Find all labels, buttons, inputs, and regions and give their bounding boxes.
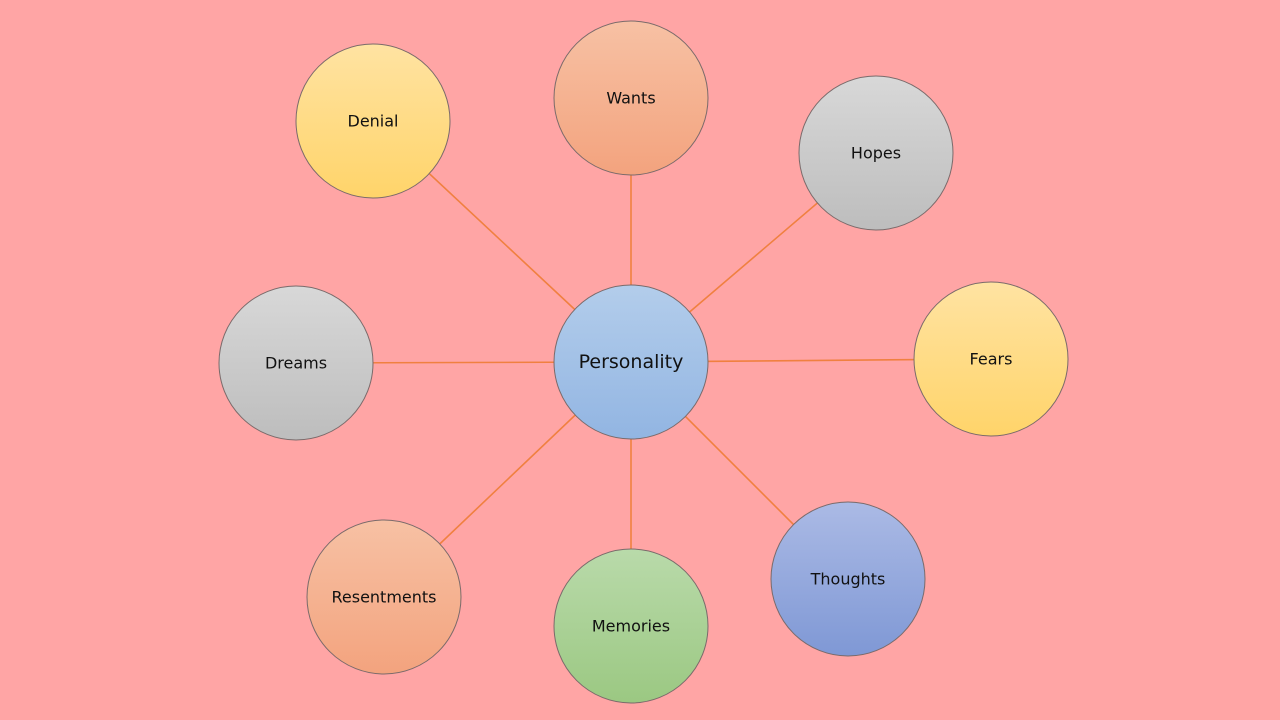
- node-denial[interactable]: Denial: [295, 43, 451, 199]
- center-label: Personality: [579, 351, 684, 373]
- node-circle[interactable]: [553, 20, 709, 176]
- node-thoughts[interactable]: Thoughts: [770, 501, 926, 657]
- node-wants[interactable]: Wants: [553, 20, 709, 176]
- node-label: Wants: [606, 89, 655, 108]
- node-label: Resentments: [331, 588, 436, 607]
- node-hopes[interactable]: Hopes: [798, 75, 954, 231]
- node-label: Denial: [348, 112, 399, 131]
- node-circle[interactable]: [913, 281, 1069, 437]
- node-circle[interactable]: [798, 75, 954, 231]
- node-label: Hopes: [851, 144, 901, 163]
- node-dreams[interactable]: Dreams: [218, 285, 374, 441]
- node-resentments[interactable]: Resentments: [306, 519, 462, 675]
- node-label: Thoughts: [810, 570, 886, 589]
- node-circle[interactable]: [553, 548, 709, 704]
- node-label: Dreams: [265, 354, 327, 373]
- center-circle[interactable]: [553, 284, 709, 440]
- node-memories[interactable]: Memories: [553, 548, 709, 704]
- node-label: Memories: [592, 617, 670, 636]
- node-circle[interactable]: [306, 519, 462, 675]
- center-node[interactable]: Personality: [553, 284, 709, 440]
- node-circle[interactable]: [218, 285, 374, 441]
- node-fears[interactable]: Fears: [913, 281, 1069, 437]
- node-label: Fears: [970, 350, 1013, 369]
- node-circle[interactable]: [295, 43, 451, 199]
- node-circle[interactable]: [770, 501, 926, 657]
